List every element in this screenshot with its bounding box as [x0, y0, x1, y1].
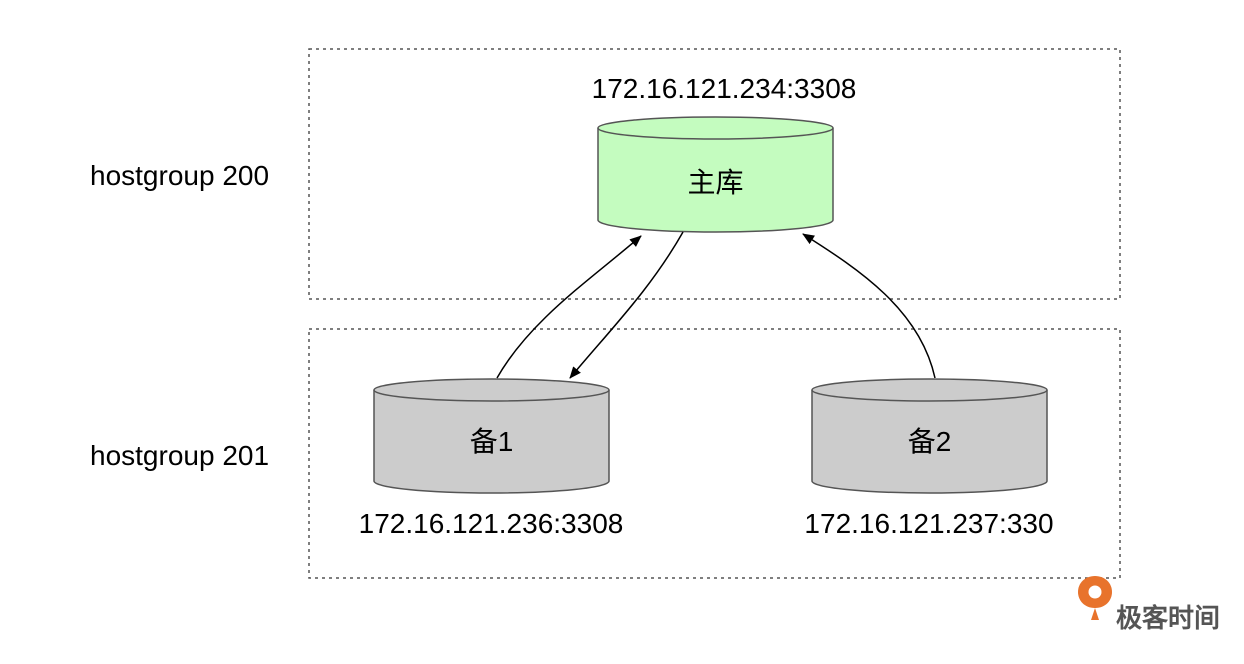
replica1-db-body: [373, 390, 610, 494]
edge-primary-to-replica1: [569, 231, 684, 379]
primary-db-address: 172.16.121.234:3308: [592, 73, 857, 104]
replica1-db-address: 172.16.121.236:3308: [359, 508, 624, 539]
hostgroup-201-box: [308, 328, 1121, 579]
hostgroup-200-box: [308, 48, 1121, 300]
replica1-db: 备1: [373, 378, 610, 494]
hostgroup-200-label: hostgroup 200: [90, 160, 269, 191]
replica1-db-label: 备1: [470, 426, 514, 457]
replica2-db: 备2: [811, 378, 1048, 494]
brand-name: 极客时间: [1116, 603, 1220, 634]
geektime-logo: 极客时间: [1078, 576, 1220, 634]
replica2-db-label: 备2: [908, 426, 952, 457]
primary-db: 主库: [597, 116, 834, 233]
primary-db-top: [597, 116, 834, 140]
primary-db-label: 主库: [687, 167, 743, 198]
replica2-db-body: [811, 390, 1048, 494]
edge-replica2-to-primary: [802, 233, 936, 379]
replica1-db-top: [373, 378, 610, 402]
hostgroup-201-label: hostgroup 201: [90, 440, 269, 471]
replica2-db-top: [811, 378, 1048, 402]
edge-replica1-to-primary: [496, 235, 642, 379]
primary-db-body: [597, 128, 834, 233]
geektime-logo-icon: [1078, 576, 1112, 620]
replica2-db-address: 172.16.121.237:330: [804, 508, 1053, 539]
